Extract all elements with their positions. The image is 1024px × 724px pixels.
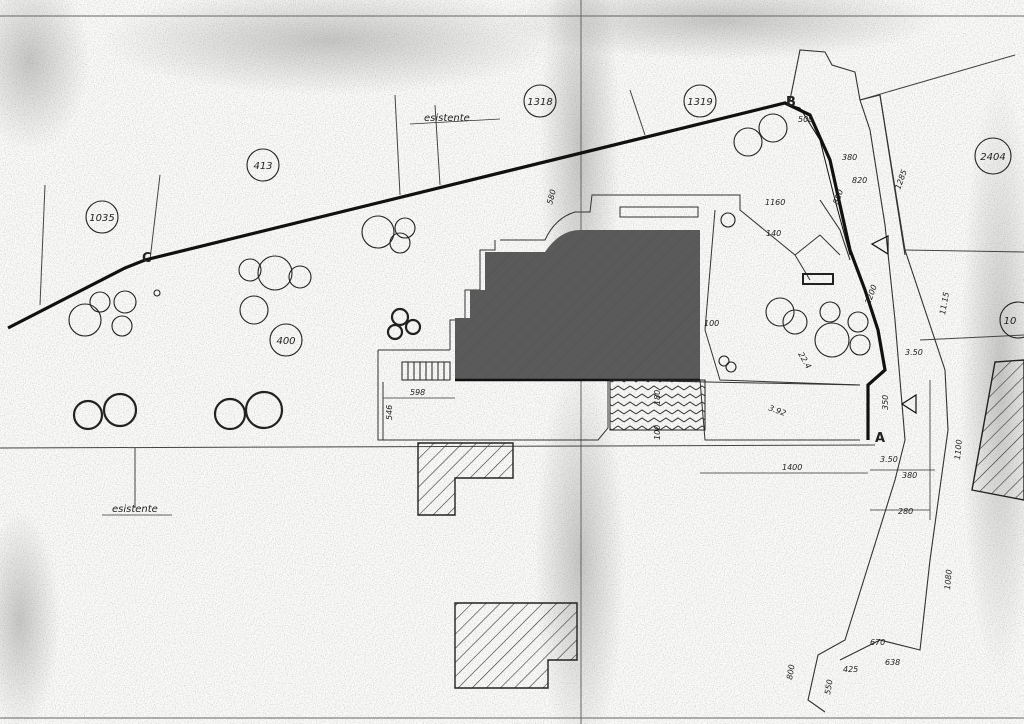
dim-3-50a: 3.50 <box>880 455 898 464</box>
dimension-lines <box>383 380 935 520</box>
parcel-1319: 1319 <box>687 97 712 108</box>
dim-1080: 1080 <box>943 569 954 590</box>
label-existing-top: esistente <box>424 113 470 124</box>
dim-580: 580 <box>545 188 558 205</box>
dim-598: 598 <box>410 388 425 397</box>
parcel-10: 10 <box>1004 316 1017 327</box>
dim-670: 670 <box>870 638 885 647</box>
parcel-numbers <box>85 84 1024 357</box>
trees <box>68 113 871 431</box>
dim-380: 380 <box>842 153 857 162</box>
parcel-2404: 2404 <box>980 152 1005 163</box>
dim-11-15: 11.15 <box>938 291 951 315</box>
parcel-413: 413 <box>253 161 272 172</box>
parcel-10-circle <box>999 301 1024 339</box>
dim-500: 500 <box>798 115 813 124</box>
parcel-1035-circle <box>85 200 119 234</box>
neighbour-buildings <box>417 359 1024 689</box>
parcel-1318-circle <box>523 84 557 118</box>
point-c: C <box>142 251 152 266</box>
garage-ramp <box>609 379 706 431</box>
dim-280: 280 <box>898 507 913 516</box>
stair <box>401 361 451 381</box>
dim-1400: 1400 <box>782 463 802 472</box>
dim-638: 638 <box>885 658 900 667</box>
boundary-ab <box>784 102 851 256</box>
dim-425: 425 <box>843 665 858 674</box>
parcel-2404-circle <box>974 137 1012 175</box>
direction-arrows <box>870 235 917 415</box>
dim-100b: 100 <box>653 425 662 440</box>
road-outline <box>789 49 949 713</box>
dim-100: 100 <box>704 319 719 328</box>
parcel-400-circle <box>269 323 303 357</box>
dim-550: 550 <box>823 679 835 696</box>
point-a: A <box>875 431 885 446</box>
dim-800: 800 <box>785 664 797 681</box>
parcel-1318: 1318 <box>527 97 552 108</box>
dim-1100: 1100 <box>953 439 964 460</box>
dim-546: 546 <box>385 405 394 420</box>
house-footprint <box>455 230 700 382</box>
dim-140: 140 <box>766 229 781 238</box>
parcel-1035: 1035 <box>89 213 114 224</box>
point-b: B <box>786 95 796 110</box>
dim-3-50b: 3.50 <box>905 348 923 357</box>
property-boundary <box>7 101 887 440</box>
parcel-400: 400 <box>276 336 295 347</box>
dim-820: 820 <box>852 176 867 185</box>
dim-180: 180 <box>653 390 662 405</box>
dim-1160: 1160 <box>765 198 785 207</box>
label-existing-bottom: esistente <box>112 504 158 515</box>
dim-380b: 380 <box>902 471 917 480</box>
parcel-413-circle <box>246 148 280 182</box>
parcel-1319-circle <box>683 84 717 118</box>
dim-350: 350 <box>881 395 890 410</box>
